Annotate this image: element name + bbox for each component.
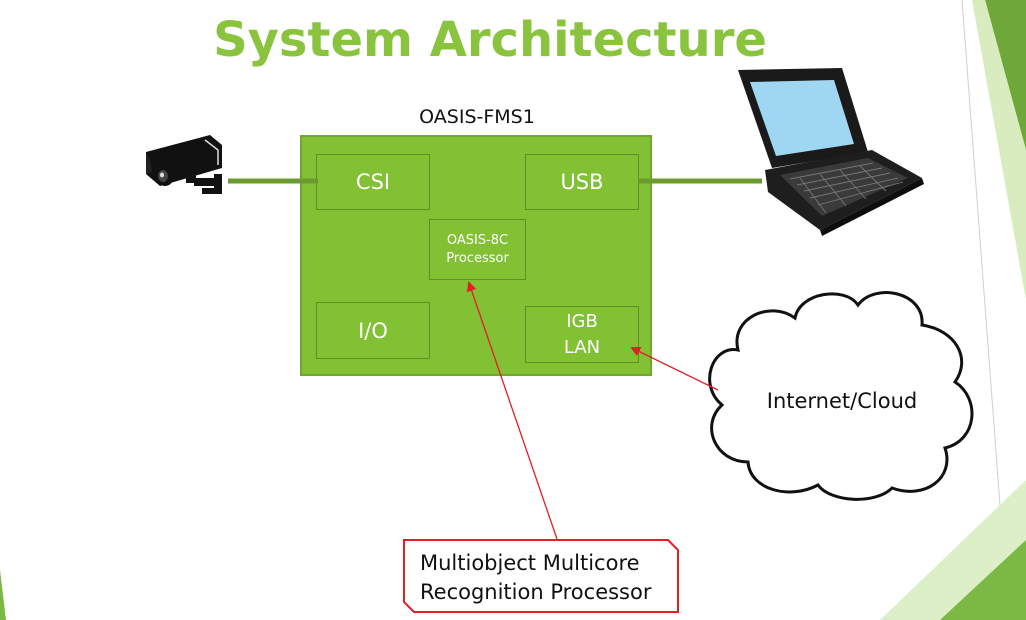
callout-to-processor-arrow [466,281,558,540]
board-label: OASIS-FMS1 [419,106,535,128]
callout-text: Multiobject Multicore Recognition Proces… [420,551,652,604]
right-edge-line [961,0,1001,506]
laptop-icon [738,68,924,236]
cloud-icon [708,291,974,501]
bottom-left-stripe [0,570,6,620]
processor-block: OASIS-8C Processor [429,219,526,280]
cloud-to-lan-arrow [630,347,719,391]
callout-box [403,539,679,613]
slide-title: System Architecture [213,12,767,68]
lan-block: IGB LAN [525,306,639,363]
right-edge-stripe-light [972,0,1026,300]
bottom-right-triangle-dark [940,540,1026,620]
cloud-label: Internet/Cloud [766,389,918,413]
usb-block: USB [525,154,639,210]
board [300,135,652,376]
security-camera-icon [146,135,222,194]
io-block: I/O [316,302,430,359]
